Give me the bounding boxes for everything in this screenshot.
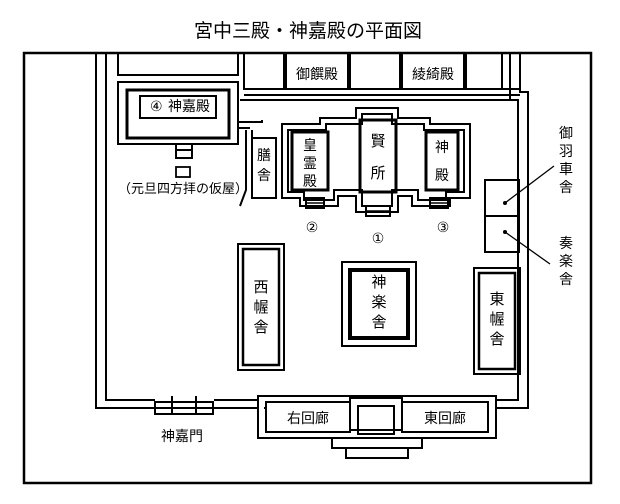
- marker-1: ①: [372, 231, 385, 247]
- sougakusha-label-3: 舎: [559, 272, 573, 288]
- nishi-akusha-label-1: 西: [253, 278, 268, 296]
- nishi-akusha-building: [237, 243, 285, 371]
- koreiden-label-2: 霊: [303, 156, 317, 172]
- karinoya-hut: [175, 166, 191, 178]
- compound-wall: [95, 53, 529, 409]
- kagurasha-building: [341, 261, 417, 347]
- kagurasha-label-2: 楽: [371, 293, 386, 311]
- shinden-label-2: 殿: [435, 168, 449, 184]
- kagurasha-label-1: 神: [371, 273, 386, 291]
- diagram-title: 宮中三殿・神嘉殿の平面図: [194, 20, 422, 42]
- north-buildings: [117, 52, 520, 101]
- koreiden-label-3: 殿: [303, 174, 317, 190]
- shinkaden-number: ④: [150, 99, 163, 115]
- goushasha-label-2: 羽: [559, 144, 573, 160]
- kashikodokoro-label-1: 賢: [370, 132, 385, 150]
- higashi-akusha-building: [473, 267, 521, 375]
- sougakusha-label-2: 楽: [559, 254, 573, 270]
- shinkamon-gate: [154, 396, 214, 415]
- kagurasha-label-3: 舎: [371, 313, 386, 331]
- shinkamon-label: 神嘉門: [161, 429, 203, 445]
- south-corridors: [257, 395, 497, 459]
- marker-3: ③: [437, 220, 450, 236]
- sougakusha-pointer: [504, 231, 551, 265]
- goushasha-label-4: 舎: [559, 180, 573, 196]
- shinkaden-corridor: [238, 120, 263, 129]
- zensha-corridor: [239, 130, 253, 207]
- higashi-kairo-label: 東回廊: [424, 410, 466, 427]
- zensha-label-2: 舎: [257, 168, 271, 184]
- higashi-akusha-label-3: 舎: [489, 330, 504, 348]
- karinoya-label: （元旦四方拝の仮屋）: [118, 181, 248, 197]
- nishi-akusha-label-2: 幄: [253, 298, 268, 316]
- marker-2: ②: [306, 220, 319, 236]
- goushasha-dot: [503, 201, 507, 205]
- three-palace-sanctuaries: [281, 107, 471, 217]
- zensha-label-1: 膳: [257, 148, 271, 164]
- shinkaden-label: 神嘉殿: [168, 99, 210, 115]
- shinkaden-building: [117, 81, 239, 159]
- migi-kairo-label: 右回廊: [287, 410, 329, 427]
- goushasha-pointer: [504, 165, 555, 204]
- higashi-akusha-label-1: 東: [489, 290, 504, 308]
- east-sheds: [484, 179, 520, 253]
- goushasha-label-3: 車: [559, 161, 573, 178]
- ryokiden-label: 綾綺殿: [412, 67, 454, 83]
- higashi-akusha-label-2: 幄: [489, 310, 504, 328]
- nishi-akusha-label-3: 舎: [253, 318, 268, 336]
- goushasha-label-1: 御: [559, 126, 573, 142]
- shinden-label-1: 神: [435, 140, 449, 156]
- kashikodokoro-label-2: 所: [370, 164, 385, 182]
- koreiden-label-1: 皇: [303, 138, 317, 154]
- sougakusha-label-1: 奏: [559, 236, 573, 252]
- gosenden-label: 御饌殿: [296, 67, 338, 83]
- sougakusha-dot: [503, 230, 507, 234]
